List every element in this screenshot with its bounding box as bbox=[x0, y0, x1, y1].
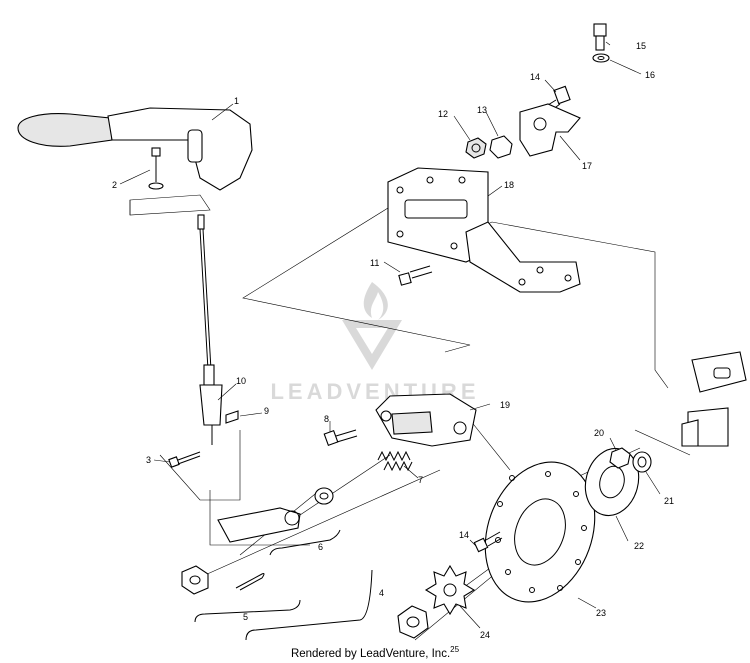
watermark: LEADVENTURE bbox=[270, 282, 476, 404]
callout-24: 24 bbox=[480, 630, 490, 640]
callout-14-upper: 14 bbox=[530, 72, 540, 82]
callout-2: 2 bbox=[112, 180, 117, 190]
axle-housing bbox=[681, 351, 747, 447]
clip-pin bbox=[225, 410, 239, 424]
callout-14-lower: 14 bbox=[459, 530, 469, 540]
callout-13: 13 bbox=[477, 105, 487, 115]
callout-15: 15 bbox=[636, 41, 646, 51]
brake-cable bbox=[197, 214, 223, 445]
springs bbox=[377, 450, 413, 472]
nut-12 bbox=[465, 137, 487, 159]
footer-credit: Rendered by LeadVenture, Inc. bbox=[290, 647, 451, 660]
mounting-plate bbox=[387, 167, 581, 293]
callout-6: 6 bbox=[318, 542, 323, 552]
watermark-flame-icon bbox=[363, 282, 388, 320]
callout-9: 9 bbox=[264, 406, 269, 416]
bolt-8 bbox=[323, 429, 358, 447]
brake-rotor bbox=[484, 461, 596, 603]
callout-16: 16 bbox=[645, 70, 655, 80]
actuator-arm bbox=[217, 487, 334, 543]
callout-1: 1 bbox=[234, 96, 239, 106]
castle-nut bbox=[181, 565, 265, 595]
footer: Rendered by LeadVenture, Inc.25 bbox=[0, 645, 750, 660]
lever-body bbox=[107, 107, 253, 191]
lower-nut bbox=[397, 605, 429, 639]
callout-4: 4 bbox=[379, 588, 384, 598]
callout-5: 5 bbox=[243, 612, 248, 622]
bracket-lines bbox=[194, 529, 373, 641]
watermark-chevron-icon bbox=[342, 320, 402, 370]
callout-17: 17 bbox=[582, 161, 592, 171]
page-number: 25 bbox=[450, 645, 460, 654]
bolt-11 bbox=[398, 265, 433, 286]
callout-11: 11 bbox=[370, 258, 379, 268]
callout-20: 20 bbox=[594, 428, 604, 438]
lever-grip bbox=[17, 113, 113, 147]
clevis-bolt bbox=[168, 451, 201, 468]
bracket-17 bbox=[519, 103, 581, 157]
washer-16 bbox=[592, 53, 610, 63]
callout-22: 22 bbox=[634, 541, 644, 551]
leader-lines bbox=[119, 41, 661, 629]
callout-21: 21 bbox=[664, 496, 674, 506]
callout-3: 3 bbox=[146, 455, 151, 465]
hub-washer bbox=[632, 451, 652, 473]
caliper bbox=[375, 393, 477, 447]
lever-bolt bbox=[148, 147, 164, 190]
callout-8: 8 bbox=[324, 414, 329, 424]
bolt-15 bbox=[593, 23, 607, 51]
hand-lever bbox=[17, 107, 253, 216]
callout-19: 19 bbox=[500, 400, 510, 410]
callout-10: 10 bbox=[236, 376, 246, 386]
hub-nut bbox=[609, 447, 631, 469]
nut-13 bbox=[489, 135, 513, 159]
bolt-14-lower bbox=[473, 531, 503, 553]
callout-23: 23 bbox=[596, 608, 606, 618]
callout-7: 7 bbox=[418, 475, 423, 485]
star-washer bbox=[424, 564, 476, 616]
callout-12: 12 bbox=[438, 109, 448, 119]
callout-labels: 1 2 3 4 5 6 7 8 9 10 11 12 13 14 14 15 1… bbox=[112, 41, 674, 640]
callout-18: 18 bbox=[504, 180, 514, 190]
